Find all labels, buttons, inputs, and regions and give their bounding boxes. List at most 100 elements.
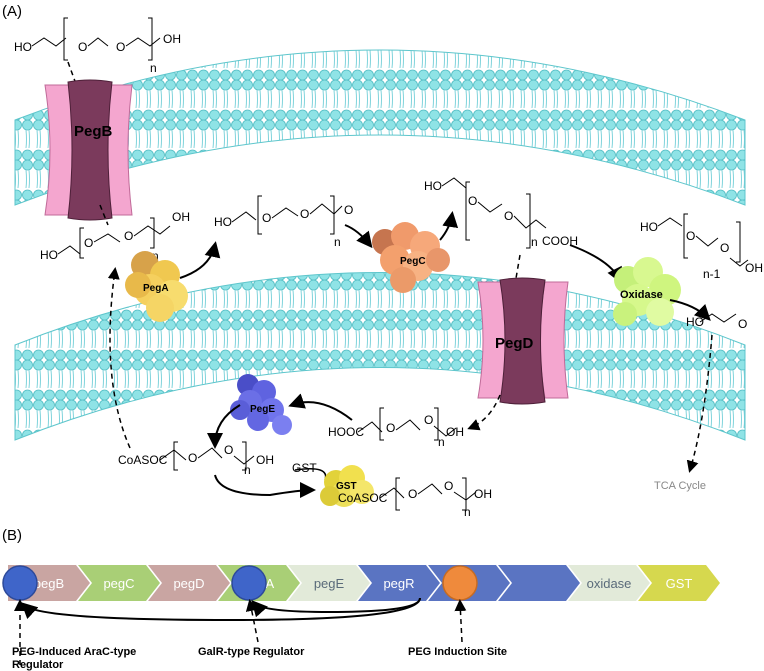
arrow-hooc-to-pege xyxy=(288,393,353,421)
svg-text:n-1: n-1 xyxy=(703,267,721,281)
svg-text:O: O xyxy=(504,209,513,223)
svg-text:n: n xyxy=(244,463,251,477)
svg-text:O: O xyxy=(444,479,453,493)
svg-text:OH: OH xyxy=(745,261,763,275)
svg-text:O: O xyxy=(686,229,695,243)
glyoxylate: HO O xyxy=(686,313,747,331)
pegb-transporter: PegB xyxy=(44,79,133,221)
svg-text:O: O xyxy=(408,487,417,501)
svg-text:O: O xyxy=(224,443,233,457)
svg-text:COOH: COOH xyxy=(542,234,578,248)
svg-text:O: O xyxy=(720,241,729,255)
operon-gene-label: pegC xyxy=(103,576,134,591)
peg-coasoc: CoASOC O O OH n xyxy=(118,441,274,477)
svg-text:O: O xyxy=(124,229,133,243)
gst-small-label: GST xyxy=(292,461,317,475)
pegr-galr-arrow xyxy=(251,597,421,618)
operon-gene-label: oxidase xyxy=(587,576,632,591)
dash-pegd-out xyxy=(467,394,501,431)
dash-to-tca xyxy=(686,334,713,473)
pegc-enzyme: PegC xyxy=(372,222,450,293)
oxidase-label: Oxidase xyxy=(620,289,663,301)
pega-label: PegA xyxy=(143,283,169,294)
pega-enzyme: PegA xyxy=(125,251,188,322)
svg-text:O: O xyxy=(84,236,93,250)
svg-text:O: O xyxy=(468,194,477,208)
operon-gene-label: pegE xyxy=(314,576,345,591)
induction-leader xyxy=(454,599,467,643)
arrow-aldehyde-to-pegc xyxy=(344,224,373,249)
galr-regulator-marker xyxy=(231,565,267,601)
peg-induction-site-marker xyxy=(442,565,478,601)
dash-coa-to-pega xyxy=(107,267,131,449)
arrow-acid-to-oxidase xyxy=(569,244,622,284)
svg-text:n: n xyxy=(334,235,341,249)
operon-gene-pege xyxy=(288,565,370,601)
operon-gene-pegd xyxy=(148,565,230,601)
gst-enzyme: GST xyxy=(320,465,374,507)
operon: pegBpegCpegDpegApegEpegRoxidaseGST xyxy=(8,565,720,601)
operon-gene-label: GST xyxy=(666,576,693,591)
outer-membrane xyxy=(14,49,746,206)
operon-gene-label: pegR xyxy=(383,576,414,591)
tca-cycle-label: TCA Cycle xyxy=(654,480,706,492)
svg-text:O: O xyxy=(344,203,353,217)
arrow-coa-to-gst xyxy=(214,474,316,499)
peg-molecule-periplasm: HO O O OH n xyxy=(40,210,190,263)
svg-text:OH: OH xyxy=(163,32,181,46)
arrow-pega-to-aldehyde xyxy=(179,241,221,279)
pege-label: PegE xyxy=(250,404,275,415)
gst-label: GST xyxy=(336,481,357,492)
svg-text:O: O xyxy=(424,413,433,427)
arac-annotation: PEG-Induced AraC-type xyxy=(12,646,136,658)
pegb-label: PegB xyxy=(74,123,113,140)
operon-gene-pegc xyxy=(78,565,160,601)
svg-text:n: n xyxy=(150,61,157,75)
pegb-outflow-dash xyxy=(99,204,109,226)
svg-text:O: O xyxy=(262,211,271,225)
svg-text:O: O xyxy=(300,207,309,221)
svg-text:O: O xyxy=(738,317,747,331)
pegd-label: PegD xyxy=(495,335,534,352)
arac-regulator-marker xyxy=(2,565,38,601)
svg-text:OH: OH xyxy=(172,210,190,224)
svg-text:OH: OH xyxy=(256,453,274,467)
galr-leader xyxy=(245,599,259,643)
arrow-pegc-to-acid xyxy=(439,211,459,241)
arrow-pege-to-coa xyxy=(207,404,241,449)
svg-text:HO: HO xyxy=(424,179,442,193)
arac-annotation-line2: Regulator xyxy=(12,659,64,671)
svg-text:O: O xyxy=(188,451,197,465)
svg-text:OH: OH xyxy=(446,425,464,439)
peg-acid: HO O O COOH n xyxy=(424,177,578,249)
operon-gene-pegr xyxy=(358,565,440,601)
svg-text:n: n xyxy=(464,505,471,519)
pegr-feedback-arrow xyxy=(21,597,421,622)
svg-text:OH: OH xyxy=(474,487,492,501)
svg-text:HO: HO xyxy=(640,220,658,234)
svg-text:CoASOC: CoASOC xyxy=(118,453,168,467)
svg-text:CoASOC: CoASOC xyxy=(338,491,388,505)
induction-annotation: PEG Induction Site xyxy=(408,646,507,658)
peg-oxidase-product: HO O O OH n-1 xyxy=(640,213,763,281)
svg-text:HO: HO xyxy=(214,215,232,229)
panel-a-label: (A) xyxy=(2,3,22,20)
svg-text:O: O xyxy=(116,40,125,54)
oxidase-enzyme: Oxidase xyxy=(613,257,681,326)
operon-gene-unlabeled-7 xyxy=(498,565,580,601)
svg-text:n: n xyxy=(438,435,445,449)
operon-gene-gst xyxy=(638,565,720,601)
pegc-label: PegC xyxy=(400,256,426,267)
panel-b-label: (B) xyxy=(2,527,22,544)
peg-hooc: HOOC O O OH n xyxy=(328,407,464,449)
svg-text:HO: HO xyxy=(686,315,704,329)
pege-enzyme: PegE xyxy=(230,374,292,435)
svg-text:HOOC: HOOC xyxy=(328,425,364,439)
pegd-transporter: PegD xyxy=(477,277,569,405)
svg-text:HO: HO xyxy=(14,40,32,54)
peg-gst-product: CoASOC O O OH n xyxy=(338,477,492,519)
svg-text:O: O xyxy=(386,421,395,435)
operon-gene-oxidase xyxy=(568,565,650,601)
operon-gene-label: pegB xyxy=(34,576,64,591)
